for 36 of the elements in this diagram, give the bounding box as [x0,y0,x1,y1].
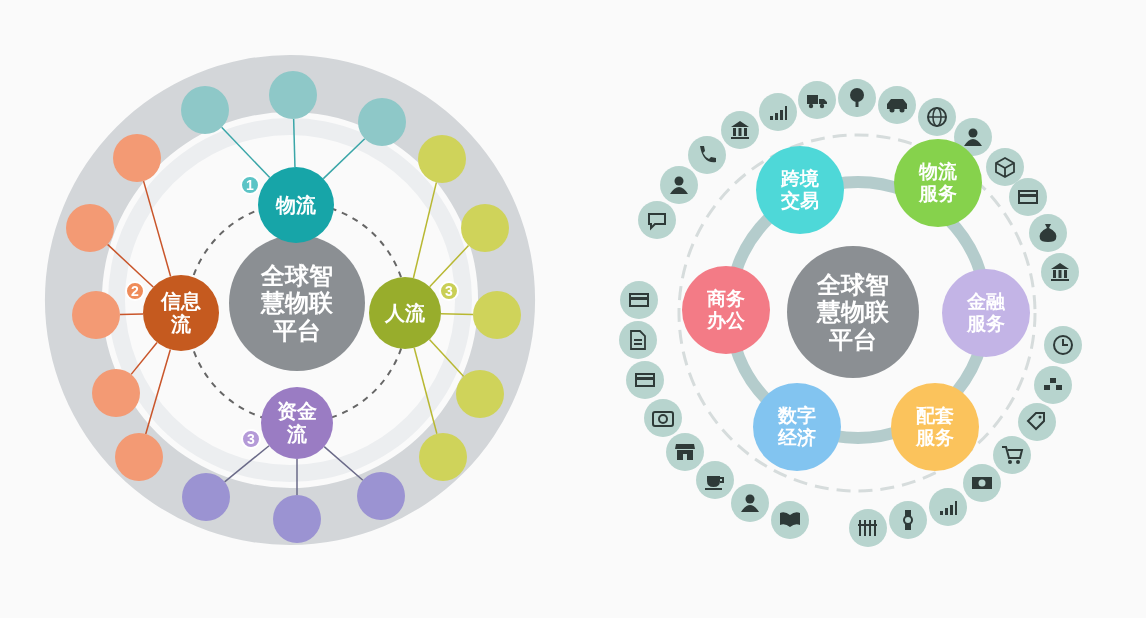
topic-label: 资金流 [276,400,318,446]
connector-line [440,313,474,316]
topic-label: 跨境交易 [780,168,820,212]
connector-line [106,243,154,288]
connector-line [322,137,366,180]
number-badge: 2 [125,281,145,301]
connector-line [144,348,172,435]
connector-line [119,313,144,316]
connector-line [223,444,270,483]
connector-line [323,445,364,481]
connector-line [142,180,172,278]
topic-label: 信息流 [160,290,202,336]
connector-line [296,458,298,496]
connector-line [220,126,271,179]
topic-label: 配套服务 [915,405,955,449]
topic-label: 商务办公 [706,288,746,332]
connector-line [428,244,470,288]
topic-label: 人流 [384,301,426,325]
topic-circle [369,277,441,349]
topic-circle [261,387,333,459]
connector-line [413,347,438,435]
topic-label: 全球智慧物联平台 [259,261,334,345]
topic-circle [753,383,841,471]
connector-line [130,341,158,376]
number-badge: 1 [240,175,260,195]
topic-label: 物流服务 [917,161,958,205]
connector-line [412,181,438,279]
topic-label: 金融服务 [966,291,1006,335]
topic-circle [258,167,334,243]
topic-label: 全球智慧物联平台 [815,270,890,354]
number-badge: 3 [439,281,459,301]
number-badge: 3 [241,429,261,449]
topic-label: 数字经济 [777,405,817,449]
connector-line [428,338,465,378]
connector-line [292,118,296,168]
topic-label: 物流 [274,193,317,217]
